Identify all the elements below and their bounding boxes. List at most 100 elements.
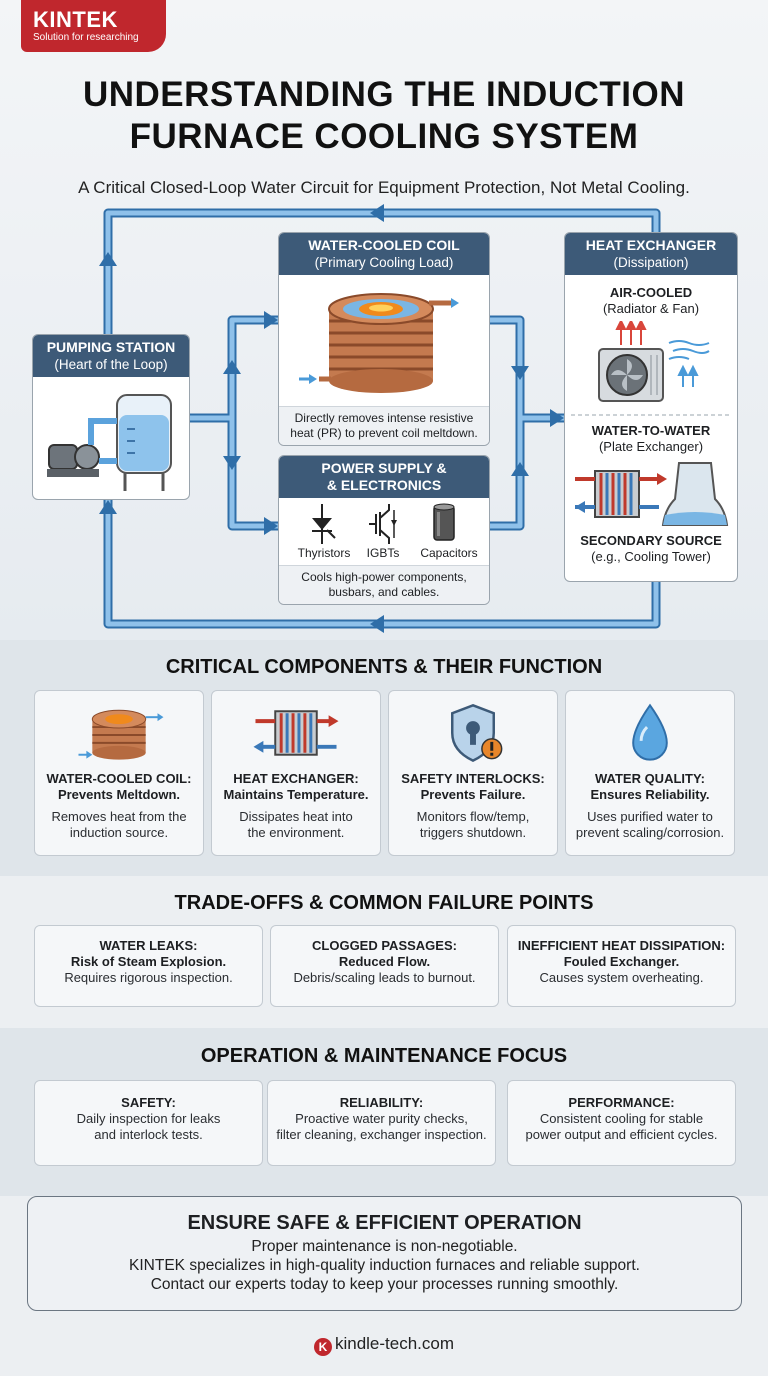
component-desc: Dissipates heat into the environment. [212, 809, 380, 841]
ops-desc-line2: and interlock tests. [94, 1127, 203, 1142]
tradeoff-desc: Requires rigorous inspection. [64, 970, 233, 985]
ops-card-performance: PERFORMANCE: Consistent cooling for stab… [507, 1080, 736, 1166]
component-desc-line2: prevent scaling/corrosion. [575, 825, 725, 840]
page-title-line2: FURNACE COOLING SYSTEM [129, 117, 639, 156]
secondary-source-title: SECONDARY SOURCE [580, 533, 722, 548]
ops-title: PERFORMANCE: [568, 1095, 675, 1110]
tradeoff-card-clogged-passages: CLOGGED PASSAGES: Reduced Flow. Debris/s… [270, 925, 499, 1007]
tradeoff-headline: Risk of Steam Explosion. [70, 954, 227, 969]
coil-header: WATER-COOLED COIL (Primary Cooling Load) [279, 233, 489, 275]
page-title-line1: UNDERSTANDING THE INDUCTION [82, 75, 685, 114]
component-desc-line1: Dissipates heat into [239, 809, 353, 824]
component-headline: Maintains Temperature. [223, 787, 369, 802]
power-caption-line2: busbars, and cables. [328, 585, 440, 599]
power-supply-box: POWER SUPPLY & & ELECTRONICS Thyristors … [278, 455, 490, 605]
power-supply-title2: & ELECTRONICS [326, 477, 442, 493]
tradeoff-card-water-leaks: WATER LEAKS: Risk of Steam Explosion. Re… [34, 925, 263, 1007]
component-desc: Removes heat from the induction source. [35, 809, 203, 841]
power-supply-header: POWER SUPPLY & & ELECTRONICS [279, 456, 489, 498]
component-headline: Prevents Failure. [420, 787, 526, 802]
cta-line1: Proper maintenance is non-negotiable. [251, 1238, 518, 1255]
component-title: SAFETY INTERLOCKS: [401, 771, 545, 786]
component-title: HEAT EXCHANGER: [233, 771, 359, 786]
tradeoff-desc: Debris/scaling leads to burnout. [293, 970, 476, 985]
component-headline: Prevents Meltdown. [57, 787, 181, 802]
cta-line3: Contact our experts today to keep your p… [150, 1276, 619, 1293]
pumping-station-title: PUMPING STATION [46, 339, 176, 355]
component-desc-line2: the environment. [247, 825, 345, 840]
ops-card-safety: SAFETY: Daily inspection for leaks and i… [34, 1080, 263, 1166]
igbt-icon [369, 504, 397, 544]
power-caption-line1: Cools high-power components, [301, 570, 467, 584]
tradeoff-title: CLOGGED PASSAGES: [312, 938, 457, 953]
coil-caption-line2: heat (PR) to prevent coil meltdown. [290, 426, 478, 440]
coil-icon [78, 709, 164, 760]
ops-title: SAFETY: [121, 1095, 176, 1110]
component-card-heat-exchanger: HEAT EXCHANGER: Maintains Temperature. D… [211, 690, 381, 856]
pump-tank-icon [47, 394, 172, 491]
component-card-coil: WATER-COOLED COIL: Prevents Meltdown. Re… [34, 690, 204, 856]
power-supply-caption: Cools high-power components, busbars, an… [279, 565, 489, 604]
shield-lock-icon [451, 703, 503, 763]
kintek-logo[interactable]: KINTEK Solution for researching [21, 0, 166, 52]
igbts-label: IGBTs [366, 546, 400, 560]
component-desc-line1: Removes heat from the [51, 809, 187, 824]
tradeoff-desc: Causes system overheating. [539, 970, 704, 985]
heat-exchanger-box: HEAT EXCHANGER (Dissipation) AIR-COOLED … [564, 232, 738, 582]
component-desc-line2: induction source. [69, 825, 169, 840]
pumping-station-box: PUMPING STATION (Heart of the Loop) [32, 334, 190, 500]
capacitors-label: Capacitors [420, 546, 478, 560]
water-drop-icon [632, 703, 668, 761]
ops-title: RELIABILITY: [339, 1095, 424, 1110]
cta-box: ENSURE SAFE & EFFICIENT OPERATION Proper… [27, 1196, 742, 1311]
brand-tagline: Solution for researching [33, 32, 139, 43]
component-desc-line1: Uses purified water to [587, 809, 713, 824]
tradeoffs-section-title: TRADE-OFFS & COMMON FAILURE POINTS [174, 892, 594, 914]
coil-caption-line1: Directly removes intense resistive [294, 411, 474, 425]
footer-url[interactable]: kindle-tech.com [334, 1334, 455, 1353]
tradeoff-headline: Fouled Exchanger. [563, 954, 680, 969]
thyristors-label: Thyristors [297, 546, 351, 560]
components-section-title: CRITICAL COMPONENTS & THEIR FUNCTION [165, 656, 603, 678]
air-cooled-title: AIR-COOLED [609, 285, 693, 300]
heat-exchanger-header: HEAT EXCHANGER (Dissipation) [565, 233, 737, 275]
tradeoff-card-inefficient-dissipation: INEFFICIENT HEAT DISSIPATION: Fouled Exc… [507, 925, 736, 1007]
tradeoff-title: INEFFICIENT HEAT DISSIPATION: [517, 938, 726, 953]
thyristor-icon [312, 504, 336, 544]
radiator-fan-icon [598, 321, 710, 402]
component-headline: Ensures Reliability. [590, 787, 710, 802]
component-card-water-quality: WATER QUALITY: Ensures Reliability. Uses… [565, 690, 735, 856]
divider-dashed [571, 414, 731, 416]
capacitor-icon [433, 503, 455, 541]
pumping-station-header: PUMPING STATION (Heart of the Loop) [33, 335, 189, 377]
kintek-k-icon: K [313, 1338, 332, 1356]
plate-exchanger-icon [575, 462, 729, 526]
secondary-source-subtitle: (e.g., Cooling Tower) [591, 549, 711, 564]
component-card-safety-interlocks: SAFETY INTERLOCKS: Prevents Failure. Mon… [388, 690, 558, 856]
page-title: UNDERSTANDING THE INDUCTION FURNACE COOL… [0, 74, 768, 158]
page-subtitle: A Critical Closed-Loop Water Circuit for… [78, 178, 690, 197]
component-desc: Monitors flow/temp, triggers shutdown. [389, 809, 557, 841]
heat-exchanger-icon [253, 710, 339, 756]
ops-desc-line1: Proactive water purity checks, [295, 1111, 468, 1126]
component-desc: Uses purified water to prevent scaling/c… [566, 809, 734, 841]
air-cooled-subtitle: (Radiator & Fan) [602, 301, 700, 316]
ops-card-reliability: RELIABILITY: Proactive water purity chec… [267, 1080, 496, 1166]
component-title: WATER-COOLED COIL: [46, 771, 192, 786]
water-to-water-subtitle: (Plate Exchanger) [598, 439, 704, 454]
component-desc-line2: triggers shutdown. [419, 825, 527, 840]
cta-line2: KINTEK specializes in high-quality induc… [129, 1257, 640, 1274]
cta-title: ENSURE SAFE & EFFICIENT OPERATION [187, 1212, 582, 1234]
water-to-water-title: WATER-TO-WATER [591, 423, 711, 438]
coil-box: WATER-COOLED COIL (Primary Cooling Load)… [278, 232, 490, 446]
ops-desc-line2: power output and efficient cycles. [525, 1127, 718, 1142]
ops-desc-line1: Consistent cooling for stable [539, 1111, 704, 1126]
ops-desc-line2: filter cleaning, exchanger inspection. [276, 1127, 487, 1142]
component-desc-line1: Monitors flow/temp, [416, 809, 530, 824]
coil-title: WATER-COOLED COIL [308, 237, 460, 253]
ops-desc-line1: Daily inspection for leaks [76, 1111, 221, 1126]
heat-exchanger-title: HEAT EXCHANGER [585, 237, 717, 253]
tradeoff-headline: Reduced Flow. [338, 954, 431, 969]
pumping-station-subtitle: (Heart of the Loop) [54, 357, 168, 372]
